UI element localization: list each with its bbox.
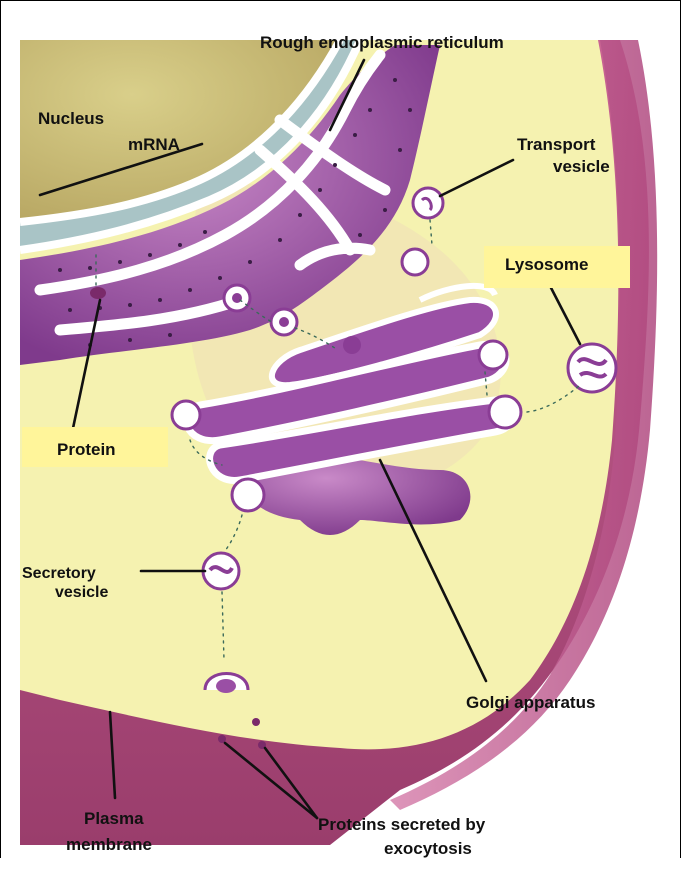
frame-gap [0,858,681,869]
